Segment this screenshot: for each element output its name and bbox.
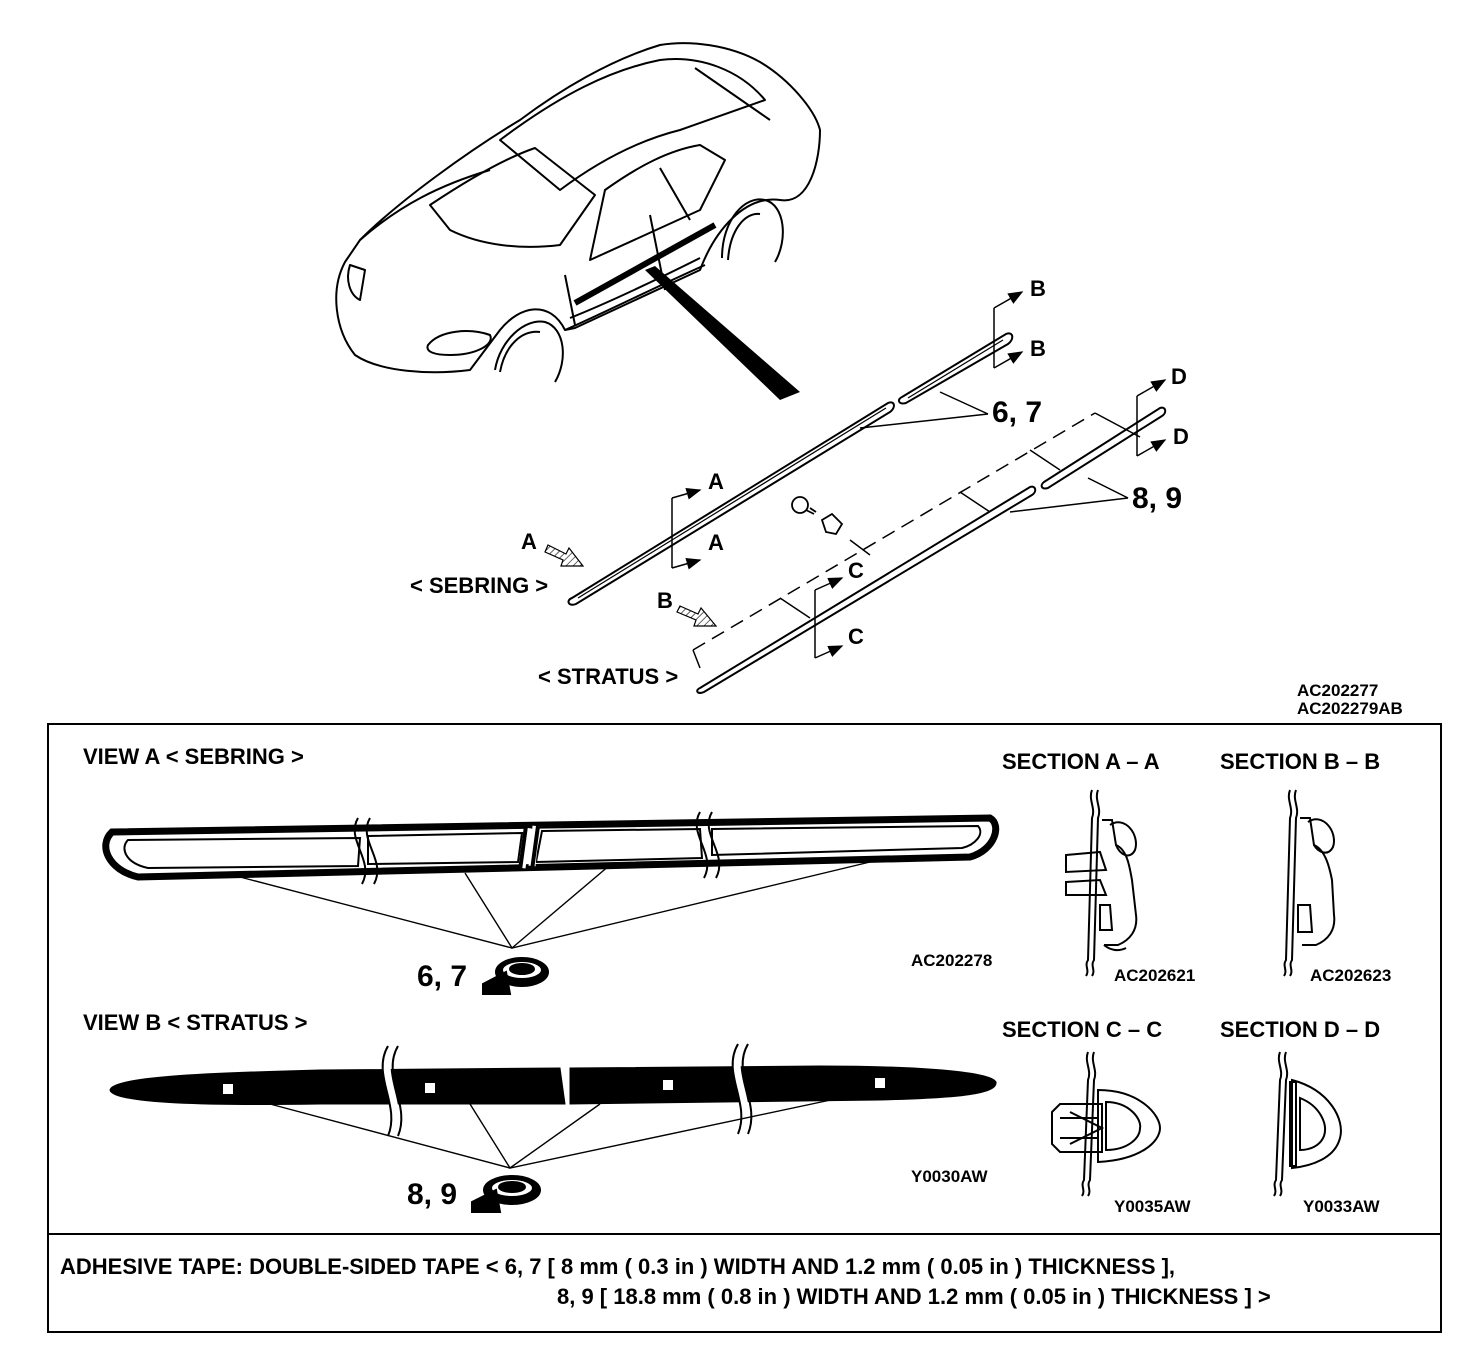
part-number-6-7: 6, 7 bbox=[992, 396, 1043, 429]
section-d-bottom-label: D bbox=[1173, 424, 1189, 449]
view-a-arrow bbox=[544, 544, 585, 567]
view-arrow-b-label: B bbox=[657, 588, 673, 613]
section-d-top-label: D bbox=[1171, 364, 1187, 389]
detail-panel bbox=[47, 723, 1442, 1333]
adhesive-note-line-2: 8, 9 [ 18.8 mm ( 0.8 in ) WIDTH AND 1.2 … bbox=[557, 1284, 1271, 1309]
view-b-arrow bbox=[676, 605, 718, 627]
section-b-b-drawing bbox=[1283, 789, 1336, 977]
section-d-d-title: SECTION D – D bbox=[1220, 1017, 1381, 1042]
leader-6-7 bbox=[859, 391, 989, 429]
section-c-c-title: SECTION C – C bbox=[1002, 1017, 1163, 1042]
view-b-leaders bbox=[269, 1097, 841, 1170]
figure-code-2: AC202279AB bbox=[1297, 699, 1403, 718]
section-d-d-code: Y0033AW bbox=[1303, 1197, 1380, 1216]
stratus-rear-molding bbox=[1040, 406, 1167, 490]
label-sebring: < SEBRING > bbox=[410, 573, 549, 598]
tape-roll-b bbox=[471, 1175, 541, 1213]
section-b-top-label: B bbox=[1030, 276, 1046, 301]
view-a-tape-label: 6, 7 bbox=[417, 960, 468, 993]
section-a-a-drawing bbox=[1065, 789, 1138, 977]
callout-wedge bbox=[645, 266, 800, 400]
section-b-b-title: SECTION B – B bbox=[1220, 749, 1381, 774]
clip-fastener bbox=[791, 496, 844, 536]
tape-roll-a bbox=[482, 957, 549, 995]
section-line-b bbox=[993, 291, 1024, 369]
section-d-d-drawing bbox=[1273, 1051, 1342, 1197]
figure-code-1: AC202277 bbox=[1297, 681, 1379, 700]
sebring-front-molding bbox=[567, 401, 895, 606]
part-number-8-9: 8, 9 bbox=[1132, 482, 1183, 515]
section-c-top-label: C bbox=[848, 558, 864, 583]
stratus-front-molding bbox=[696, 485, 1037, 694]
view-b-molding bbox=[109, 1065, 997, 1106]
view-a-title: VIEW A < SEBRING > bbox=[83, 744, 304, 769]
label-stratus: < STRATUS > bbox=[538, 664, 679, 689]
stratus-door-outline bbox=[692, 412, 1141, 669]
view-b-cuts bbox=[381, 1041, 753, 1138]
section-c-c-drawing bbox=[1051, 1051, 1162, 1197]
section-a-a-code: AC202621 bbox=[1114, 966, 1196, 985]
section-b-b-code: AC202623 bbox=[1310, 966, 1392, 985]
section-b-bottom-label: B bbox=[1030, 336, 1046, 361]
car-illustration bbox=[335, 42, 821, 383]
section-a-top-label: A bbox=[708, 469, 724, 494]
section-line-c bbox=[814, 577, 844, 659]
view-b-tape-label: 8, 9 bbox=[407, 1178, 458, 1211]
adhesive-note-line-1: ADHESIVE TAPE: DOUBLE-SIDED TAPE < 6, 7 … bbox=[60, 1254, 1176, 1279]
leader-8-9 bbox=[1009, 477, 1129, 513]
view-a-molding bbox=[102, 811, 1000, 885]
section-line-d bbox=[1136, 379, 1167, 457]
view-a-code: AC202278 bbox=[911, 951, 993, 970]
section-a-a-title: SECTION A – A bbox=[1002, 749, 1160, 774]
view-a-leaders bbox=[239, 861, 871, 950]
view-b-title: VIEW B < STRATUS > bbox=[83, 1010, 308, 1035]
panel-divider bbox=[47, 1233, 1442, 1235]
section-line-a bbox=[671, 487, 702, 570]
sebring-rear-molding bbox=[897, 332, 1014, 405]
section-c-bottom-label: C bbox=[848, 624, 864, 649]
section-a-bottom-label: A bbox=[708, 530, 724, 555]
car-molding-highlight bbox=[573, 222, 717, 306]
view-b-code: Y0030AW bbox=[911, 1167, 988, 1186]
view-arrow-a-label: A bbox=[521, 529, 537, 554]
section-c-c-code: Y0035AW bbox=[1114, 1197, 1191, 1216]
